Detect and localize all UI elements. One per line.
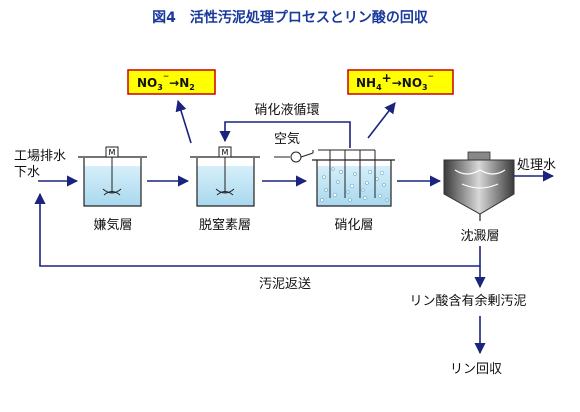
svg-text:NO3⁻→N2: NO3⁻→N2 <box>137 71 195 92</box>
nitrification-label: 硝化層 <box>334 218 373 233</box>
nitrification-tank <box>312 149 395 207</box>
motor-label-1: M <box>109 148 116 157</box>
ammonium-badge-sup: + <box>382 71 392 85</box>
arrow-to-nitrate-badge <box>175 99 192 144</box>
recirculation-arrow <box>219 121 351 148</box>
phosphorus-recovery-label: リン回収 <box>450 362 502 377</box>
settling-tank <box>443 151 515 215</box>
settling-label: 沈澱層 <box>460 229 499 244</box>
inflow-label-line1: 工場排水 <box>14 149 66 164</box>
nitrate-badge: NO3⁻→N2 <box>127 69 216 95</box>
ammonium-badge-b: NO <box>402 76 422 90</box>
ammonium-badge-sub1: 4 <box>376 83 382 92</box>
denitrification-label: 脱窒素層 <box>199 217 251 233</box>
bubbles-icon <box>320 167 389 202</box>
svg-text:NH4+→NO3⁻: NH4+→NO3⁻ <box>356 71 434 92</box>
anaerobic-tank: M <box>78 146 147 207</box>
denitrification-tank: M <box>190 146 260 207</box>
treated-water-label: 処理水 <box>517 158 556 173</box>
nitrate-badge-b: N <box>179 76 189 90</box>
nitrate-badge-sup: ⁻ <box>163 71 169 85</box>
motor-label-2: M <box>222 148 229 157</box>
anaerobic-label: 嫌気層 <box>93 217 132 233</box>
ammonium-badge-sup2: ⁻ <box>428 71 434 85</box>
inflow-label-line2: 下水 <box>14 165 40 180</box>
arrow-to-ammonium-badge <box>367 102 396 139</box>
nitrate-badge-sub2: 2 <box>189 83 195 92</box>
air-pump-icon <box>274 150 314 163</box>
ammonium-badge: NH4+→NO3⁻ <box>347 69 454 95</box>
phosphate-sludge-label: リン酸含有余剰汚泥 <box>409 293 526 309</box>
sludge-return-label: 汚泥返送 <box>259 277 311 292</box>
air-label: 空気 <box>274 131 300 147</box>
nitrate-badge-a: NO <box>137 76 157 90</box>
nitrate-badge-sub1: 3 <box>157 83 163 92</box>
sludge-return-arrow <box>34 192 481 267</box>
recirculation-label: 硝化液循環 <box>254 103 319 118</box>
ammonium-badge-a: NH <box>356 76 376 90</box>
ammonium-badge-sub2: 3 <box>422 83 428 92</box>
nitrate-badge-arrow: → <box>169 76 179 90</box>
ammonium-badge-arrow: → <box>392 76 402 90</box>
figure-title: 図4 活性汚泥処理プロセスとリン酸の回収 <box>152 9 429 26</box>
